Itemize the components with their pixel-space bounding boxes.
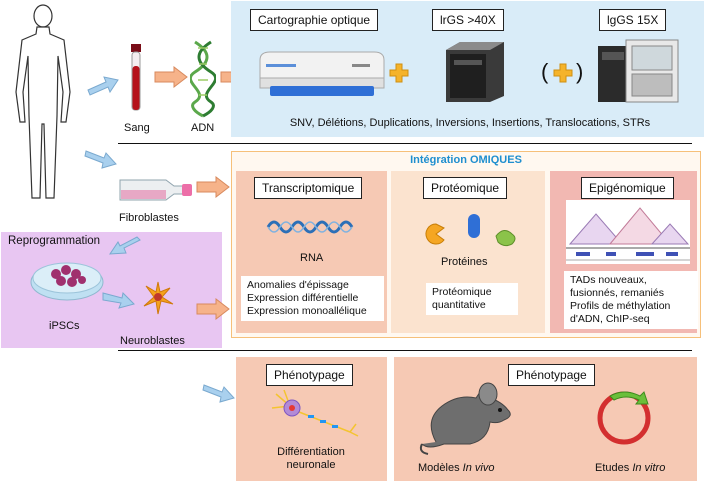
arrow-neuroblast-to-omiques — [196, 298, 230, 320]
reprogrammation-label: Reprogrammation — [8, 235, 101, 247]
arrow-to-phenotypage — [202, 384, 235, 403]
arrow-fibro-to-reprog — [109, 236, 141, 255]
proteomique-details: Protéomique quantitative — [426, 283, 518, 315]
epigenomique-line-3: Profils de méthylation — [570, 300, 671, 312]
phenotypage-left-header: Phénotypage — [266, 364, 353, 386]
epigenomique-header: Epigénomique — [581, 177, 674, 199]
separator-bottom — [118, 350, 692, 351]
culture-flask-icon — [119, 179, 192, 201]
epigenomique-details: TADs nouveaux, fusionnés, remaniés Profi… — [564, 271, 698, 329]
proteines-label: Protéines — [441, 256, 488, 268]
arrow-person-to-fibroblastes — [84, 150, 117, 169]
variants-text: SNV, Délétions, Duplications, Inversions… — [289, 117, 651, 129]
transcriptomique-line-2: Expression différentielle — [247, 292, 359, 304]
epigenomique-line-2: fusionnés, remaniés — [570, 287, 664, 299]
invitro-italic: In vitro — [632, 462, 666, 474]
phenotypage-right-header: Phénotypage — [508, 364, 595, 386]
proteomique-line-1: Protéomique — [432, 286, 492, 298]
human-figure-icon — [15, 4, 71, 199]
epigenomique-line-1: TADs nouveaux, — [570, 274, 647, 286]
proteomique-line-2: quantitative — [432, 299, 486, 311]
transcriptomique-line-1: Anomalies d'épissage — [247, 279, 349, 291]
paren-close: ) — [576, 59, 584, 84]
differentiation-line-1: Différentiation — [277, 446, 345, 458]
fibroblastes-label: Fibroblastes — [119, 212, 179, 224]
invivo-prefix: Modèles — [418, 462, 463, 474]
sang-label: Sang — [124, 122, 150, 134]
proteins-icon — [425, 214, 516, 247]
proteomique-header: Protéomique — [423, 177, 508, 199]
plus-optional-icon — [553, 63, 573, 83]
transcriptomique-details: Anomalies d'épissage Expression différen… — [241, 276, 384, 321]
adn-label: ADN — [191, 122, 215, 134]
tad-hic-map-icon — [566, 200, 690, 264]
optical-mapper-icon — [259, 51, 385, 96]
petri-dish-ipsc-icon — [30, 262, 104, 301]
rna-strand-icon — [266, 220, 354, 234]
lrgs-sequencer-icon — [446, 42, 504, 102]
paren-open: ( — [541, 59, 549, 84]
plasmid-icon — [597, 391, 651, 445]
invitro-caption: Etudes In vitro — [595, 462, 665, 475]
transcriptomique-line-3: Expression monoallélique — [247, 305, 367, 317]
arrow-ipsc-to-neuroblast — [102, 291, 135, 309]
neuron-differentiation-icon — [271, 389, 359, 437]
epigenomique-line-4: d'ADN, ChIP-seq — [570, 313, 650, 325]
arrow-person-to-blood — [87, 76, 119, 96]
invivo-italic: In vivo — [462, 462, 495, 474]
omiques-title: Intégration OMIQUES — [410, 154, 522, 166]
lggs-sequencer-icon — [598, 39, 679, 103]
invivo-caption: Modèles In vivo — [418, 462, 494, 475]
invitro-prefix: Etudes — [595, 462, 633, 474]
plus-icon — [389, 63, 409, 83]
differentiation-line-2: neuronale — [286, 459, 336, 471]
ipscs-label: iPSCs — [49, 320, 80, 332]
blood-tube-icon — [131, 44, 141, 111]
lggs-box: lgGS 15X — [599, 9, 667, 31]
lrgs-box: lrGS >40X — [432, 9, 504, 31]
neuroblastes-label: Neuroblastes — [120, 335, 185, 347]
mouse-icon — [419, 382, 511, 455]
separator-top — [118, 143, 692, 144]
neuroblast-icon — [143, 281, 174, 315]
dna-helix-icon — [190, 40, 216, 118]
transcriptomique-header: Transcriptomique — [254, 177, 363, 199]
differentiation-caption: Différentiation neuronale — [246, 446, 376, 472]
arrow-fibroblastes-to-omiques — [196, 176, 230, 198]
rna-label: RNA — [300, 252, 324, 264]
arrow-blood-to-dna — [154, 66, 188, 88]
cartographie-optique-box: Cartographie optique — [250, 9, 379, 31]
